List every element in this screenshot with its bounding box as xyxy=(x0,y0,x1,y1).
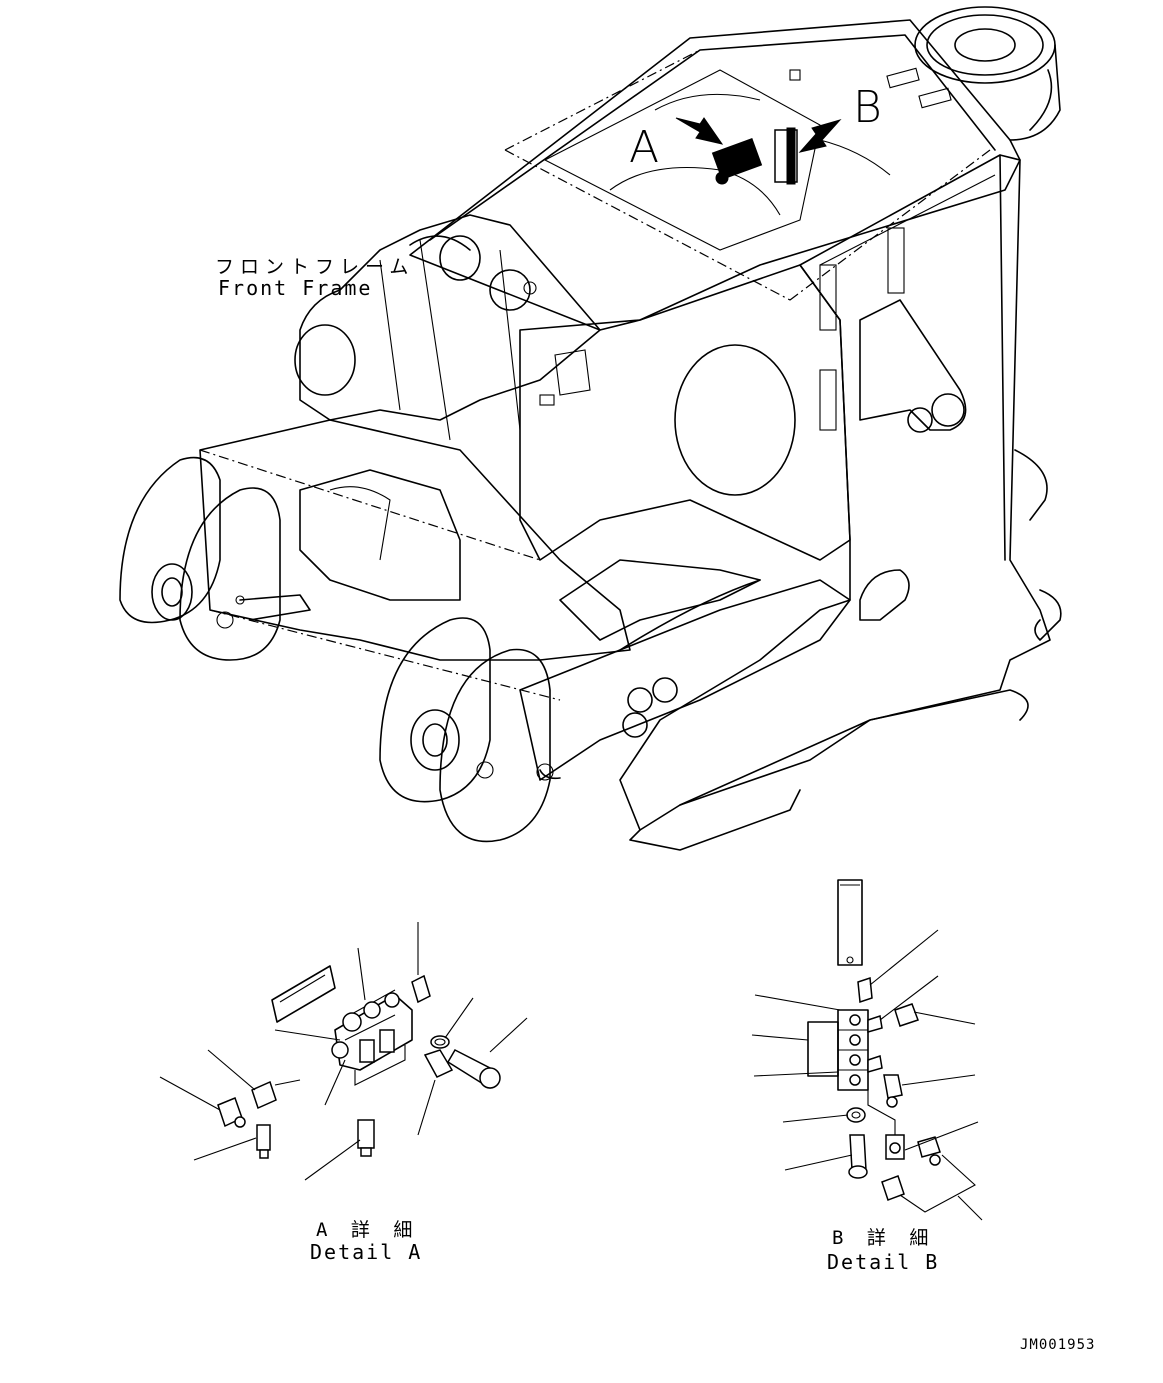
view-label-a: A xyxy=(629,122,660,173)
valve-cluster-b xyxy=(774,127,798,185)
valve-cluster-a xyxy=(711,138,763,185)
view-arrow-b xyxy=(798,119,842,153)
detail-a-title-jp: A 詳 細 xyxy=(316,1219,419,1241)
front-frame-label-en: Front Frame xyxy=(218,276,373,300)
view-label-b: B xyxy=(853,82,882,133)
detail-b-drawing xyxy=(751,879,983,1221)
front-frame-drawing xyxy=(119,6,1062,851)
view-arrow-a xyxy=(675,117,724,145)
front-frame-label-jp: フロントフレーム xyxy=(215,256,415,278)
detail-a-title-en: Detail A xyxy=(310,1240,423,1264)
detail-b-title-jp: B 詳 細 xyxy=(832,1227,935,1249)
drawing-code: JM001953 xyxy=(1020,1337,1096,1353)
detail-a-drawing xyxy=(159,922,528,1181)
detail-b-title-en: Detail B xyxy=(827,1250,940,1274)
